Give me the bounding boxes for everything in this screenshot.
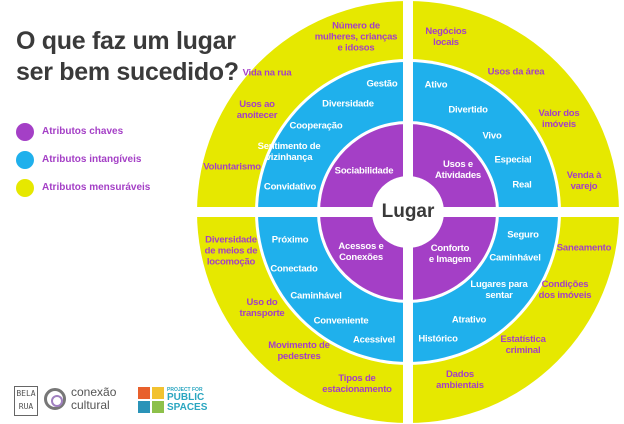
intangible-attribute-label: Conectado: [270, 263, 318, 275]
page-title: O que faz um lugar ser bem sucedido?: [16, 26, 239, 88]
conexao-cultural-logo: conexão cultural: [71, 386, 116, 412]
intangible-attribute-label: Especial: [494, 154, 532, 166]
bela-rua-text: BELA RUA: [16, 389, 36, 411]
intangible-attribute-label: Convidativo: [263, 181, 317, 193]
logo-text: SPACES: [167, 402, 208, 413]
bela-rua-logo: BELA RUA: [14, 386, 38, 416]
measurable-attribute-label: Negócios locais: [425, 26, 467, 48]
intangible-attribute-label: Próximo: [271, 234, 309, 246]
pps-logo: PROJECT FOR PUBLIC SPACES: [167, 387, 207, 413]
measurable-attribute-label: Número de mulheres, crianças e idosos: [314, 20, 398, 54]
measurable-attribute-label: Dados ambientais: [436, 369, 484, 391]
intangible-attribute-label: Divertido: [448, 104, 488, 116]
intangible-attribute-label: Caminhável: [290, 290, 342, 302]
pps-logo-icon: [138, 387, 164, 413]
purple-dot-icon: [16, 123, 34, 141]
intangible-attribute-label: Seguro: [507, 229, 539, 241]
intangible-attribute-label: Atrativo: [451, 314, 487, 326]
intangible-attribute-label: Histórico: [418, 333, 458, 345]
intangible-attribute-label: Cooperação: [289, 120, 343, 132]
key-attribute-label: Conforto e Imagem: [428, 243, 472, 265]
intangible-attribute-label: Conveniente: [313, 315, 369, 327]
intangible-attribute-label: Acessível: [352, 334, 396, 346]
measurable-attribute-label: Condições dos imóveis: [538, 279, 592, 301]
conexao-cultural-logo-icon: [44, 388, 66, 410]
intangible-attribute-label: Real: [512, 179, 532, 191]
logo-text: PUBLIC: [167, 392, 205, 403]
title-line-2: ser bem sucedido?: [16, 58, 239, 86]
intangible-attribute-label: Lugares para sentar: [470, 279, 528, 301]
measurable-attribute-label: Usos ao anoitecer: [236, 99, 278, 121]
intangible-attribute-label: Caminhável: [489, 252, 541, 264]
legend-label: Atributos mensuráveis: [42, 182, 151, 193]
measurable-attribute-label: Tipos de estacionamento: [322, 373, 392, 395]
intangible-attribute-label: Ativo: [424, 79, 448, 91]
legend-label: Atributos intangíveis: [42, 154, 142, 165]
intangible-attribute-label: Vivo: [482, 130, 502, 142]
center-gap: [400, 180, 416, 244]
logo-text: conexão: [71, 385, 117, 399]
blue-dot-icon: [16, 151, 34, 169]
measurable-attribute-label: Estatística criminal: [500, 334, 546, 356]
measurable-attribute-label: Diversidade de meios de locomoção: [204, 234, 258, 268]
measurable-attribute-label: Valor dos imóveis: [538, 108, 580, 130]
measurable-attribute-label: Usos da área: [487, 66, 545, 78]
partner-logos: BELA RUA conexão cultural PROJECT FOR PU…: [14, 384, 207, 418]
logo-text: PROJECT FOR: [167, 387, 203, 393]
logo-text: cultural: [71, 398, 110, 412]
measurable-attribute-label: Movimento de pedestres: [268, 340, 330, 362]
key-attribute-label: Acessos e Conexões: [338, 241, 384, 263]
measurable-attribute-label: Voluntarismo: [203, 161, 261, 173]
intangible-attribute-label: Gestão: [366, 78, 398, 90]
title-line-1: O que faz um lugar: [16, 27, 236, 55]
center-label: Lugar: [381, 201, 435, 222]
key-attribute-label: Sociabilidade: [334, 165, 394, 177]
measurable-attribute-label: Saneamento: [556, 242, 612, 254]
yellow-dot-icon: [16, 179, 34, 197]
key-attribute-label: Usos e Atividades: [434, 159, 482, 181]
legend-label: Atributos chaves: [42, 126, 124, 137]
measurable-attribute-label: Vida na rua: [242, 67, 292, 79]
measurable-attribute-label: Venda à varejo: [566, 170, 602, 192]
measurable-attribute-label: Uso do transporte: [239, 297, 285, 319]
intangible-attribute-label: Diversidade: [322, 98, 374, 110]
intangible-attribute-label: Sentimento de vizinhança: [257, 141, 321, 163]
